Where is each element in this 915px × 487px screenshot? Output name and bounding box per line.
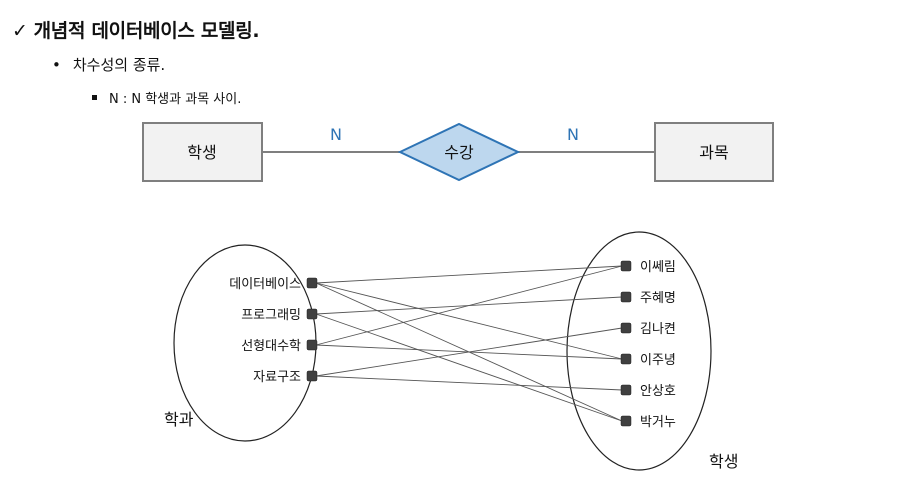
- bullet-square-icon: [92, 95, 97, 100]
- entity-course-box: [654, 122, 774, 182]
- right-item-label: 이주녕: [640, 353, 676, 368]
- mapping-links: [315, 265, 623, 422]
- left-item-node: [306, 308, 318, 320]
- bullet-level2: N : N 학생과 과목 사이.: [92, 88, 241, 107]
- right-item-label: 김나켠: [640, 322, 676, 337]
- right-item-node: [620, 260, 632, 272]
- mapping-link: [315, 265, 623, 284]
- left-item-node: [306, 370, 318, 382]
- left-item-node: [306, 339, 318, 351]
- right-item-node: [620, 384, 632, 396]
- bullet-level2-text: N : N 학생과 과목 사이.: [109, 92, 242, 107]
- section-heading-text: 개념적 데이터베이스 모델링.: [33, 20, 260, 42]
- right-item-label: 이쎄림: [640, 260, 676, 275]
- mapping-link: [315, 282, 623, 360]
- entity-student-box: [142, 122, 263, 182]
- relationship-label: 수강: [444, 143, 474, 162]
- left-item-label: 프로그래밍: [241, 308, 301, 323]
- left-item-label: 데이터베이스: [229, 277, 301, 292]
- relationship-diamond: [397, 122, 521, 182]
- bullet-dot-icon: •: [52, 56, 61, 74]
- bullet-level1: • 차수성의 종류.: [52, 54, 165, 75]
- left-item-node: [306, 277, 318, 289]
- mapping-link: [315, 265, 623, 346]
- right-item-label: 주혜명: [640, 291, 676, 306]
- right-item-node: [620, 291, 632, 303]
- right-item-node: [620, 415, 632, 427]
- right-item-label: 안상호: [640, 384, 676, 399]
- right-item-node: [620, 322, 632, 334]
- right-set-label: 학생: [709, 452, 738, 471]
- right-item-node: [620, 353, 632, 365]
- mapping-link: [315, 375, 623, 391]
- mapping-link: [315, 327, 623, 377]
- entity-course-label: 과목: [699, 143, 728, 162]
- section-heading: ✓개념적 데이터베이스 모델링.: [12, 16, 260, 43]
- bullet-level1-text: 차수성의 종류.: [72, 56, 166, 74]
- mapping-link: [315, 313, 623, 422]
- entity-student-label: 학생: [187, 143, 216, 162]
- left-item-label: 선형대수학: [241, 339, 301, 354]
- left-item-label: 자료구조: [253, 370, 301, 385]
- check-icon: ✓: [12, 20, 28, 42]
- right-item-label: 박거누: [640, 415, 676, 430]
- left-set-label: 학과: [164, 410, 194, 429]
- right-set-ellipse: [566, 231, 712, 471]
- cardinality-left: N: [330, 125, 342, 144]
- cardinality-right: N: [567, 125, 579, 144]
